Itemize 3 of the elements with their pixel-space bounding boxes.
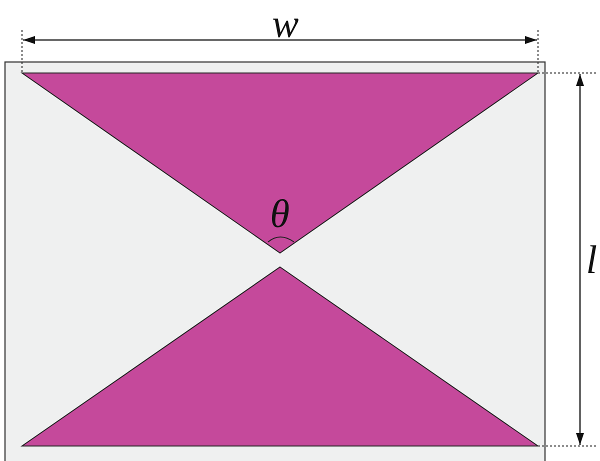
dimension-label: l [586,240,598,280]
dimension-label: w [272,4,299,44]
angle-label: θ [270,194,290,234]
